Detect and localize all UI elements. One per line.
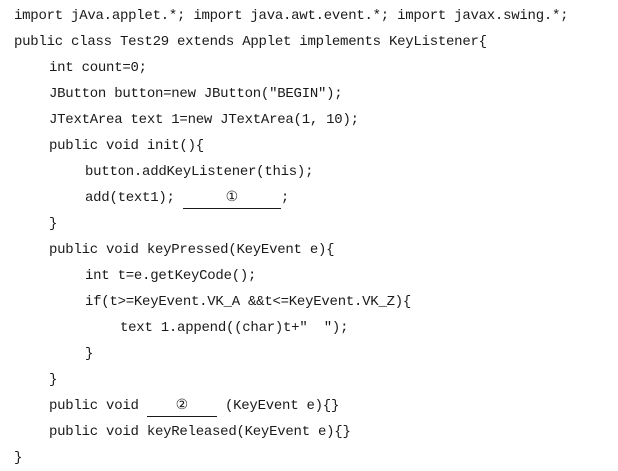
fill-blank-1: ① bbox=[182, 188, 281, 209]
code-line-close-class: } bbox=[14, 450, 23, 466]
code-line-getkeycode: int t=e.getKeyCode(); bbox=[85, 268, 257, 284]
code-line-count: int count=0; bbox=[49, 60, 147, 76]
fill-blank-2: ② bbox=[146, 396, 217, 417]
code-text: ; bbox=[280, 190, 289, 206]
code-text: public void bbox=[49, 398, 147, 414]
code-line-keypressed: public void keyPressed(KeyEvent e){ bbox=[49, 242, 335, 258]
code-line-keyreleased: public void keyReleased(KeyEvent e){} bbox=[49, 424, 351, 440]
code-line-append: text 1.append((char)t+" "); bbox=[120, 320, 349, 336]
code-line-add-listener: button.addKeyListener(this); bbox=[85, 164, 314, 180]
code-line-button: JButton button=new JButton("BEGIN"); bbox=[49, 86, 343, 102]
code-text: add(text1); bbox=[85, 190, 183, 206]
code-line-textarea: JTextArea text 1=new JTextArea(1, 10); bbox=[49, 112, 359, 128]
code-line-add-text: add(text1); ①; bbox=[85, 185, 289, 211]
code-line-init: public void init(){ bbox=[49, 138, 204, 154]
code-line-blank-method: public void ② (KeyEvent e){} bbox=[49, 393, 339, 419]
code-text: (KeyEvent e){} bbox=[216, 398, 340, 414]
code-line-close-if: } bbox=[85, 346, 94, 362]
code-line-close-keypressed: } bbox=[49, 372, 58, 388]
code-line-imports: import jAva.applet.*; import java.awt.ev… bbox=[14, 8, 569, 24]
code-line-class-decl: public class Test29 extends Applet imple… bbox=[14, 34, 487, 50]
code-line-if: if(t>=KeyEvent.VK_A &&t<=KeyEvent.VK_Z){ bbox=[85, 294, 412, 310]
code-line-close-init: } bbox=[49, 216, 58, 232]
